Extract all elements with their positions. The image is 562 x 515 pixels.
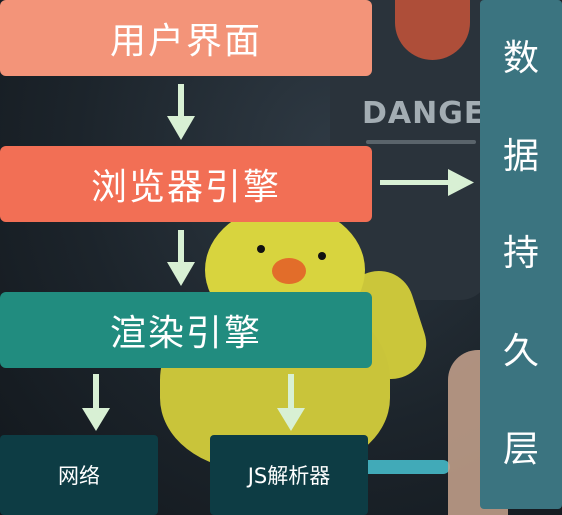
data-persistence-char: 据 bbox=[502, 135, 539, 177]
js-parser-label: JS解析器 bbox=[247, 464, 331, 488]
data-persistence-char: 久 bbox=[502, 331, 539, 373]
background-shirt-text: DANGE bbox=[362, 96, 486, 131]
ui-layer-label: 用户界面 bbox=[109, 21, 262, 62]
data-persistence-char: 层 bbox=[502, 429, 539, 471]
network-label: 网络 bbox=[58, 464, 100, 488]
background-shirt-stripe bbox=[366, 140, 476, 144]
background-duck-eye-left bbox=[257, 245, 265, 253]
browser-engine-box: 浏览器引擎 bbox=[0, 146, 372, 222]
ui-layer-box: 用户界面 bbox=[0, 0, 372, 76]
data-persistence-char: 持 bbox=[502, 233, 539, 275]
render-engine-label: 渲染引擎 bbox=[109, 313, 262, 354]
background-duck-eye-right bbox=[318, 252, 326, 260]
js-parser-box: JS解析器 bbox=[210, 435, 368, 515]
network-box: 网络 bbox=[0, 435, 158, 515]
background-shoulder bbox=[395, 0, 470, 60]
render-engine-box: 渲染引擎 bbox=[0, 292, 372, 368]
data-persistence-char: 数 bbox=[502, 37, 539, 79]
data-persistence-box: 数 据 持 久 层 bbox=[480, 0, 562, 509]
background-light-glow bbox=[360, 460, 450, 474]
browser-engine-label: 浏览器引擎 bbox=[90, 167, 281, 208]
background-duck-beak bbox=[272, 258, 306, 284]
